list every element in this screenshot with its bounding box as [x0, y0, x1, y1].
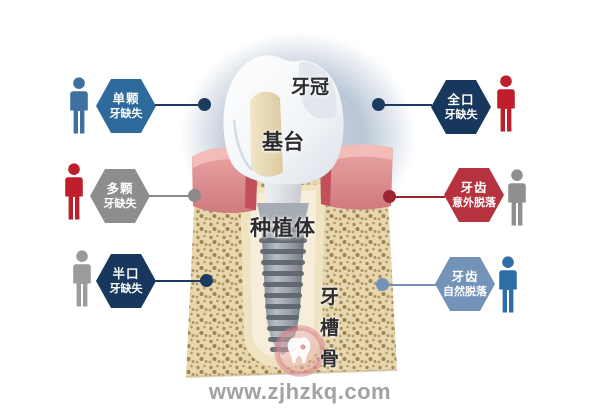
case-label-line2: 牙缺失: [103, 197, 137, 210]
case-label-line1: 半口: [112, 266, 140, 281]
case-hexagon-single-tooth-loss: 单颗 牙缺失: [96, 79, 156, 133]
case-label-line1: 多颗: [106, 181, 134, 196]
label-crown: 牙冠: [291, 77, 330, 98]
case-label-line2: 意外脱落: [452, 196, 496, 209]
case-hexagon-natural-tooth-loss: 牙齿 自然脱落: [435, 257, 495, 311]
label-abutment: 基台: [262, 131, 304, 154]
person-icon-half-mouth-loss: [69, 250, 95, 308]
case-label-line2: 自然脱落: [443, 285, 487, 298]
tooth-logo-watermark: [274, 325, 326, 377]
case-label-line1: 牙齿: [460, 180, 488, 195]
connector-line: [391, 196, 445, 198]
connector-line: [380, 104, 432, 106]
case-hexagon-full-mouth-loss: 全口 牙缺失: [431, 80, 491, 134]
site-watermark: www.zjhzkq.com: [208, 379, 392, 404]
person-icon-accidental-tooth-loss: [504, 169, 530, 227]
case-label-line2: 牙缺失: [444, 108, 478, 121]
connector-dot: [198, 98, 211, 111]
connector-line: [155, 104, 200, 106]
gum-right: [320, 144, 393, 210]
tooth-crown: [223, 55, 344, 185]
case-label-line1: 单颗: [112, 91, 140, 106]
case-hexagon-multiple-tooth-loss: 多颗 牙缺失: [90, 169, 150, 223]
case-label-line2: 牙缺失: [109, 107, 143, 120]
label-implant-body: 种植体: [250, 217, 316, 240]
person-icon-single-tooth-loss: [66, 77, 92, 135]
implant-screw: [257, 203, 309, 355]
case-label-line1: 牙齿: [451, 269, 479, 284]
case-hexagon-accidental-tooth-loss: 牙齿 意外脱落: [444, 168, 504, 222]
connector-line: [155, 280, 201, 282]
connector-dot: [372, 98, 385, 111]
connector-dot: [188, 189, 201, 202]
case-hexagon-half-mouth-loss: 半口 牙缺失: [96, 254, 156, 308]
connector-line: [149, 195, 190, 197]
label-alveolar-bone-char: 槽: [320, 318, 340, 339]
connector-dot: [376, 278, 389, 291]
person-icon-full-mouth-loss: [493, 75, 519, 133]
case-label-line2: 牙缺失: [109, 282, 143, 295]
label-alveolar-bone-char: 牙: [320, 287, 340, 308]
connector-dot: [200, 274, 213, 287]
case-label-line1: 全口: [447, 92, 475, 107]
label-alveolar-bone: 牙 槽 骨: [320, 282, 339, 371]
person-icon-multiple-tooth-loss: [61, 163, 87, 221]
label-alveolar-bone-char: 骨: [320, 349, 340, 370]
connector-line: [384, 284, 436, 286]
person-icon-natural-tooth-loss: [495, 256, 521, 314]
connector-dot: [383, 190, 396, 203]
